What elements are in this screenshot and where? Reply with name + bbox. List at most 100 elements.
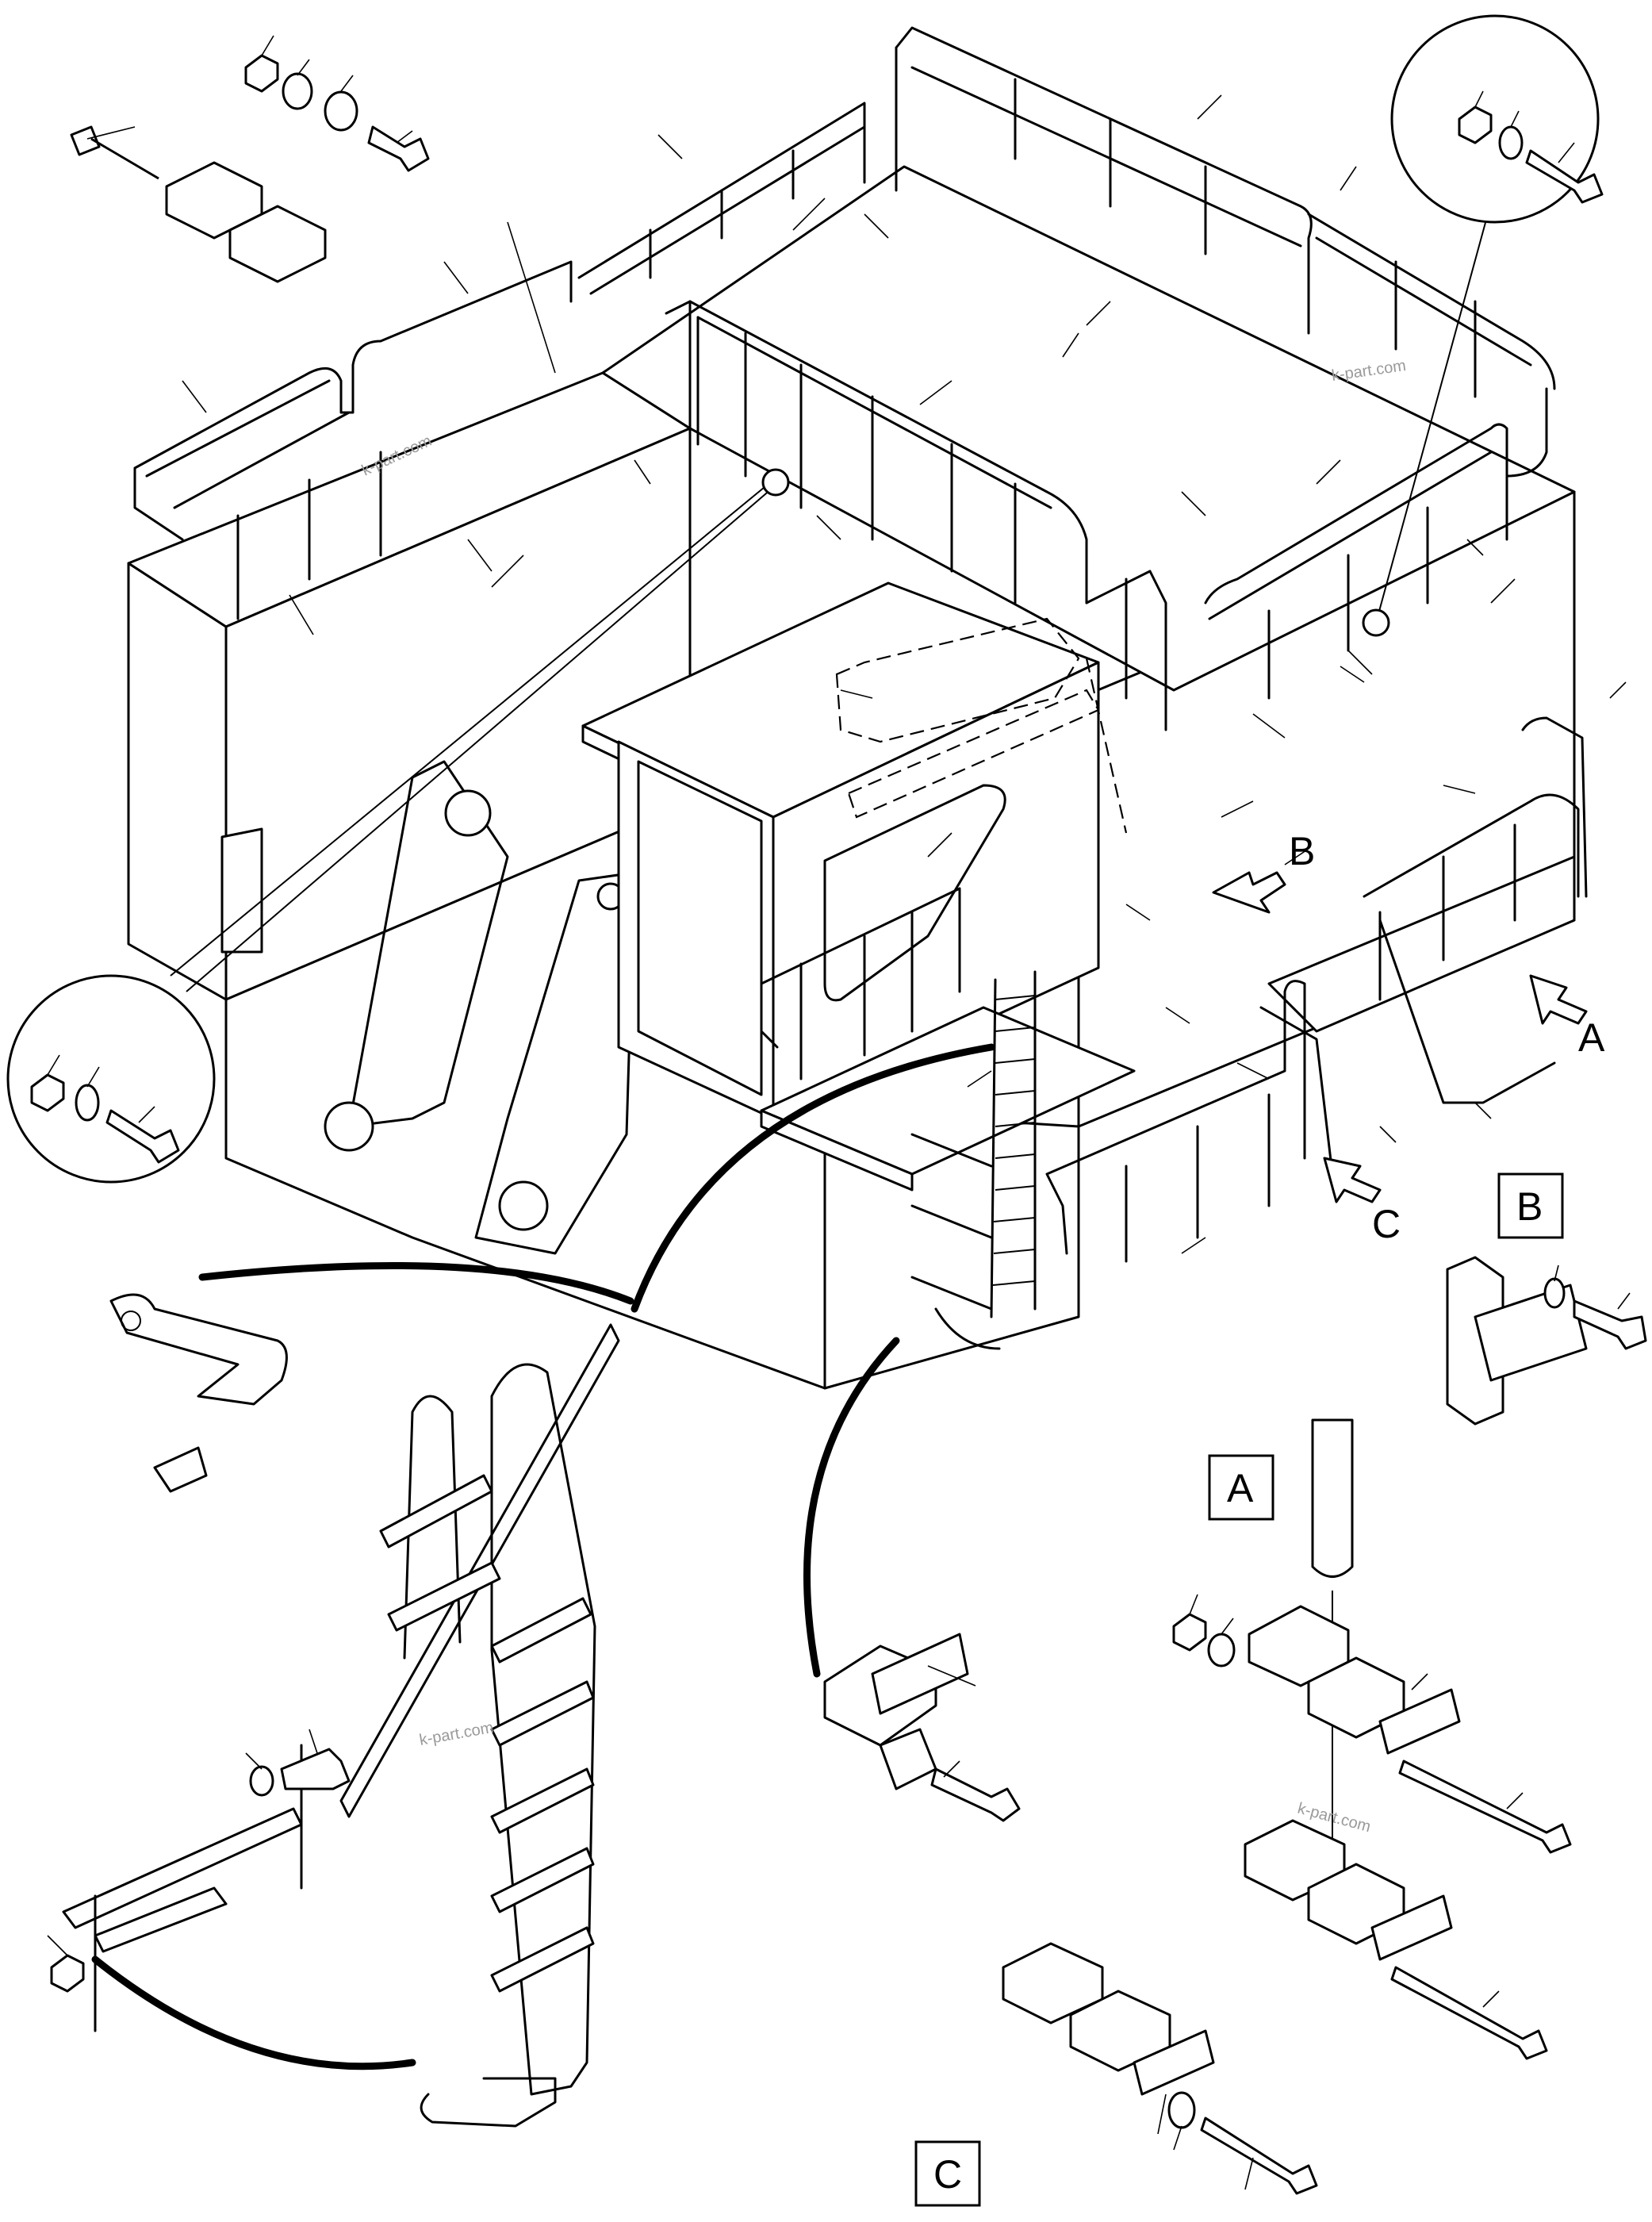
rear-right-side bbox=[1267, 855, 1576, 1033]
washer-icon bbox=[282, 72, 313, 110]
callout-point-left bbox=[761, 468, 790, 497]
left-upright-block bbox=[127, 562, 228, 1001]
ladder-tube bbox=[339, 1323, 620, 1818]
bolt-icon bbox=[1200, 2116, 1318, 2195]
leader-lines bbox=[1189, 1594, 1524, 2008]
arrow-b-label: B bbox=[1289, 829, 1315, 873]
step-frame bbox=[62, 1807, 303, 1953]
callout-line-upper-right bbox=[1375, 201, 1492, 624]
roof-hidden-unit bbox=[835, 617, 1080, 743]
vertical-post bbox=[1311, 1418, 1354, 1578]
detail-c-label: C bbox=[933, 2152, 962, 2197]
left-bracket bbox=[220, 827, 263, 954]
ladder-left-stile bbox=[990, 978, 997, 1318]
rail-cab-platform bbox=[760, 887, 961, 1080]
rail-rear-left bbox=[577, 102, 866, 295]
hook-bracket bbox=[109, 1293, 288, 1406]
nut-icon bbox=[244, 54, 279, 93]
flexible-ladder-detail bbox=[339, 1323, 620, 2128]
part-leader-lines bbox=[182, 94, 1627, 1254]
rail-right-deck bbox=[1204, 423, 1508, 700]
hook-bracket-detail bbox=[109, 1293, 288, 1493]
detail-bubble-top-right bbox=[1390, 14, 1604, 224]
cab-window-side bbox=[823, 784, 1006, 1002]
arc-hinge bbox=[631, 1043, 995, 1313]
bolt-icon bbox=[1390, 1966, 1548, 2060]
washer-icon bbox=[75, 1084, 100, 1122]
bolt-icon bbox=[1525, 149, 1604, 204]
handrail-system bbox=[133, 26, 1588, 1263]
bolt-icon bbox=[930, 1767, 1021, 1822]
detail-bubble-left bbox=[6, 974, 216, 1184]
hardware-top-left bbox=[70, 35, 430, 283]
clamp-half-icon bbox=[228, 205, 327, 283]
leader-lines bbox=[47, 1729, 318, 1956]
washer-icon bbox=[1543, 1277, 1566, 1309]
bolt-icon bbox=[280, 1748, 351, 1790]
a-frame-pin-lower-right bbox=[498, 1180, 549, 1231]
washer-icon bbox=[1167, 2091, 1196, 2129]
step-assembly-detail bbox=[47, 1729, 351, 2032]
cab-window-front bbox=[637, 760, 763, 1096]
mount-plate bbox=[1446, 1256, 1504, 1426]
bolt-icon bbox=[1398, 1760, 1572, 1854]
operator-cab bbox=[581, 581, 1136, 1192]
ladder-rungs bbox=[992, 995, 1036, 1286]
ladder-detail-arcs bbox=[91, 1043, 995, 2070]
clamp-plate bbox=[1133, 2029, 1215, 2096]
detail-labels: B A C bbox=[914, 1172, 1564, 2207]
a-frame-pin-upper bbox=[444, 789, 492, 837]
detail-b-label-box bbox=[1497, 1172, 1564, 1239]
rail-landing bbox=[1045, 980, 1306, 1263]
view-arrows: B A C bbox=[1212, 829, 1605, 1246]
arrow-c-icon bbox=[1323, 1157, 1382, 1203]
bolt-icon bbox=[70, 125, 159, 180]
cab-platform-edge bbox=[760, 1109, 914, 1192]
watermark-text: k-part.com bbox=[418, 1719, 495, 1749]
rail-front-deck bbox=[688, 300, 1088, 604]
pin-detail bbox=[823, 1633, 1021, 1822]
leader-lines bbox=[927, 1665, 976, 1778]
leader-lines bbox=[1554, 1265, 1631, 1310]
detail-a-label: A bbox=[1227, 1466, 1254, 1510]
detail-circle-left bbox=[6, 974, 216, 1184]
ladder-side-loop bbox=[403, 1363, 596, 2096]
leader-lines bbox=[47, 1054, 155, 1123]
rail-front-left-return bbox=[665, 300, 700, 446]
nut-icon bbox=[50, 1954, 85, 1993]
nut-icon bbox=[1172, 1613, 1207, 1652]
watermark-text: k-part.com bbox=[1331, 357, 1408, 385]
rail-right-rear bbox=[1307, 213, 1556, 478]
detail-a-label-box bbox=[1208, 1454, 1274, 1521]
callout-line-upper-left-2 bbox=[186, 483, 778, 992]
bolt-icon bbox=[367, 125, 430, 172]
ladder-hanger-arms bbox=[910, 1133, 1001, 1350]
clamp-plate bbox=[1378, 1688, 1461, 1755]
detail-a bbox=[1172, 1418, 1572, 2060]
detail-circle-top-right bbox=[1390, 14, 1600, 224]
detail-b-label: B bbox=[1516, 1184, 1543, 1229]
clip-plate bbox=[153, 1446, 208, 1493]
leader-lines bbox=[86, 35, 413, 144]
leader-lines bbox=[1157, 2093, 1254, 2190]
ladder-rung bbox=[379, 1474, 595, 1993]
a-frame-pin-lower-left bbox=[324, 1101, 374, 1152]
main-frame bbox=[127, 165, 1576, 1390]
roof-hidden-strip bbox=[1085, 658, 1128, 834]
upper-deck bbox=[601, 165, 1576, 692]
washer-icon bbox=[1207, 1633, 1236, 1667]
leader-lines bbox=[1474, 90, 1575, 163]
washer-icon bbox=[1498, 125, 1524, 160]
cab-side-wall bbox=[772, 661, 1100, 1120]
arrow-a-icon bbox=[1529, 974, 1588, 1025]
bolt-icon bbox=[105, 1109, 180, 1164]
detail-b bbox=[1446, 1256, 1647, 1426]
callout-point-right bbox=[1362, 608, 1390, 637]
arrow-b-icon bbox=[1212, 871, 1286, 914]
rail-stair-right bbox=[1363, 716, 1588, 1001]
mount-pipe bbox=[1474, 1284, 1588, 1382]
arrow-c-label: C bbox=[1372, 1202, 1401, 1246]
washer-icon bbox=[324, 90, 358, 132]
stair-stringer bbox=[1378, 919, 1556, 1104]
